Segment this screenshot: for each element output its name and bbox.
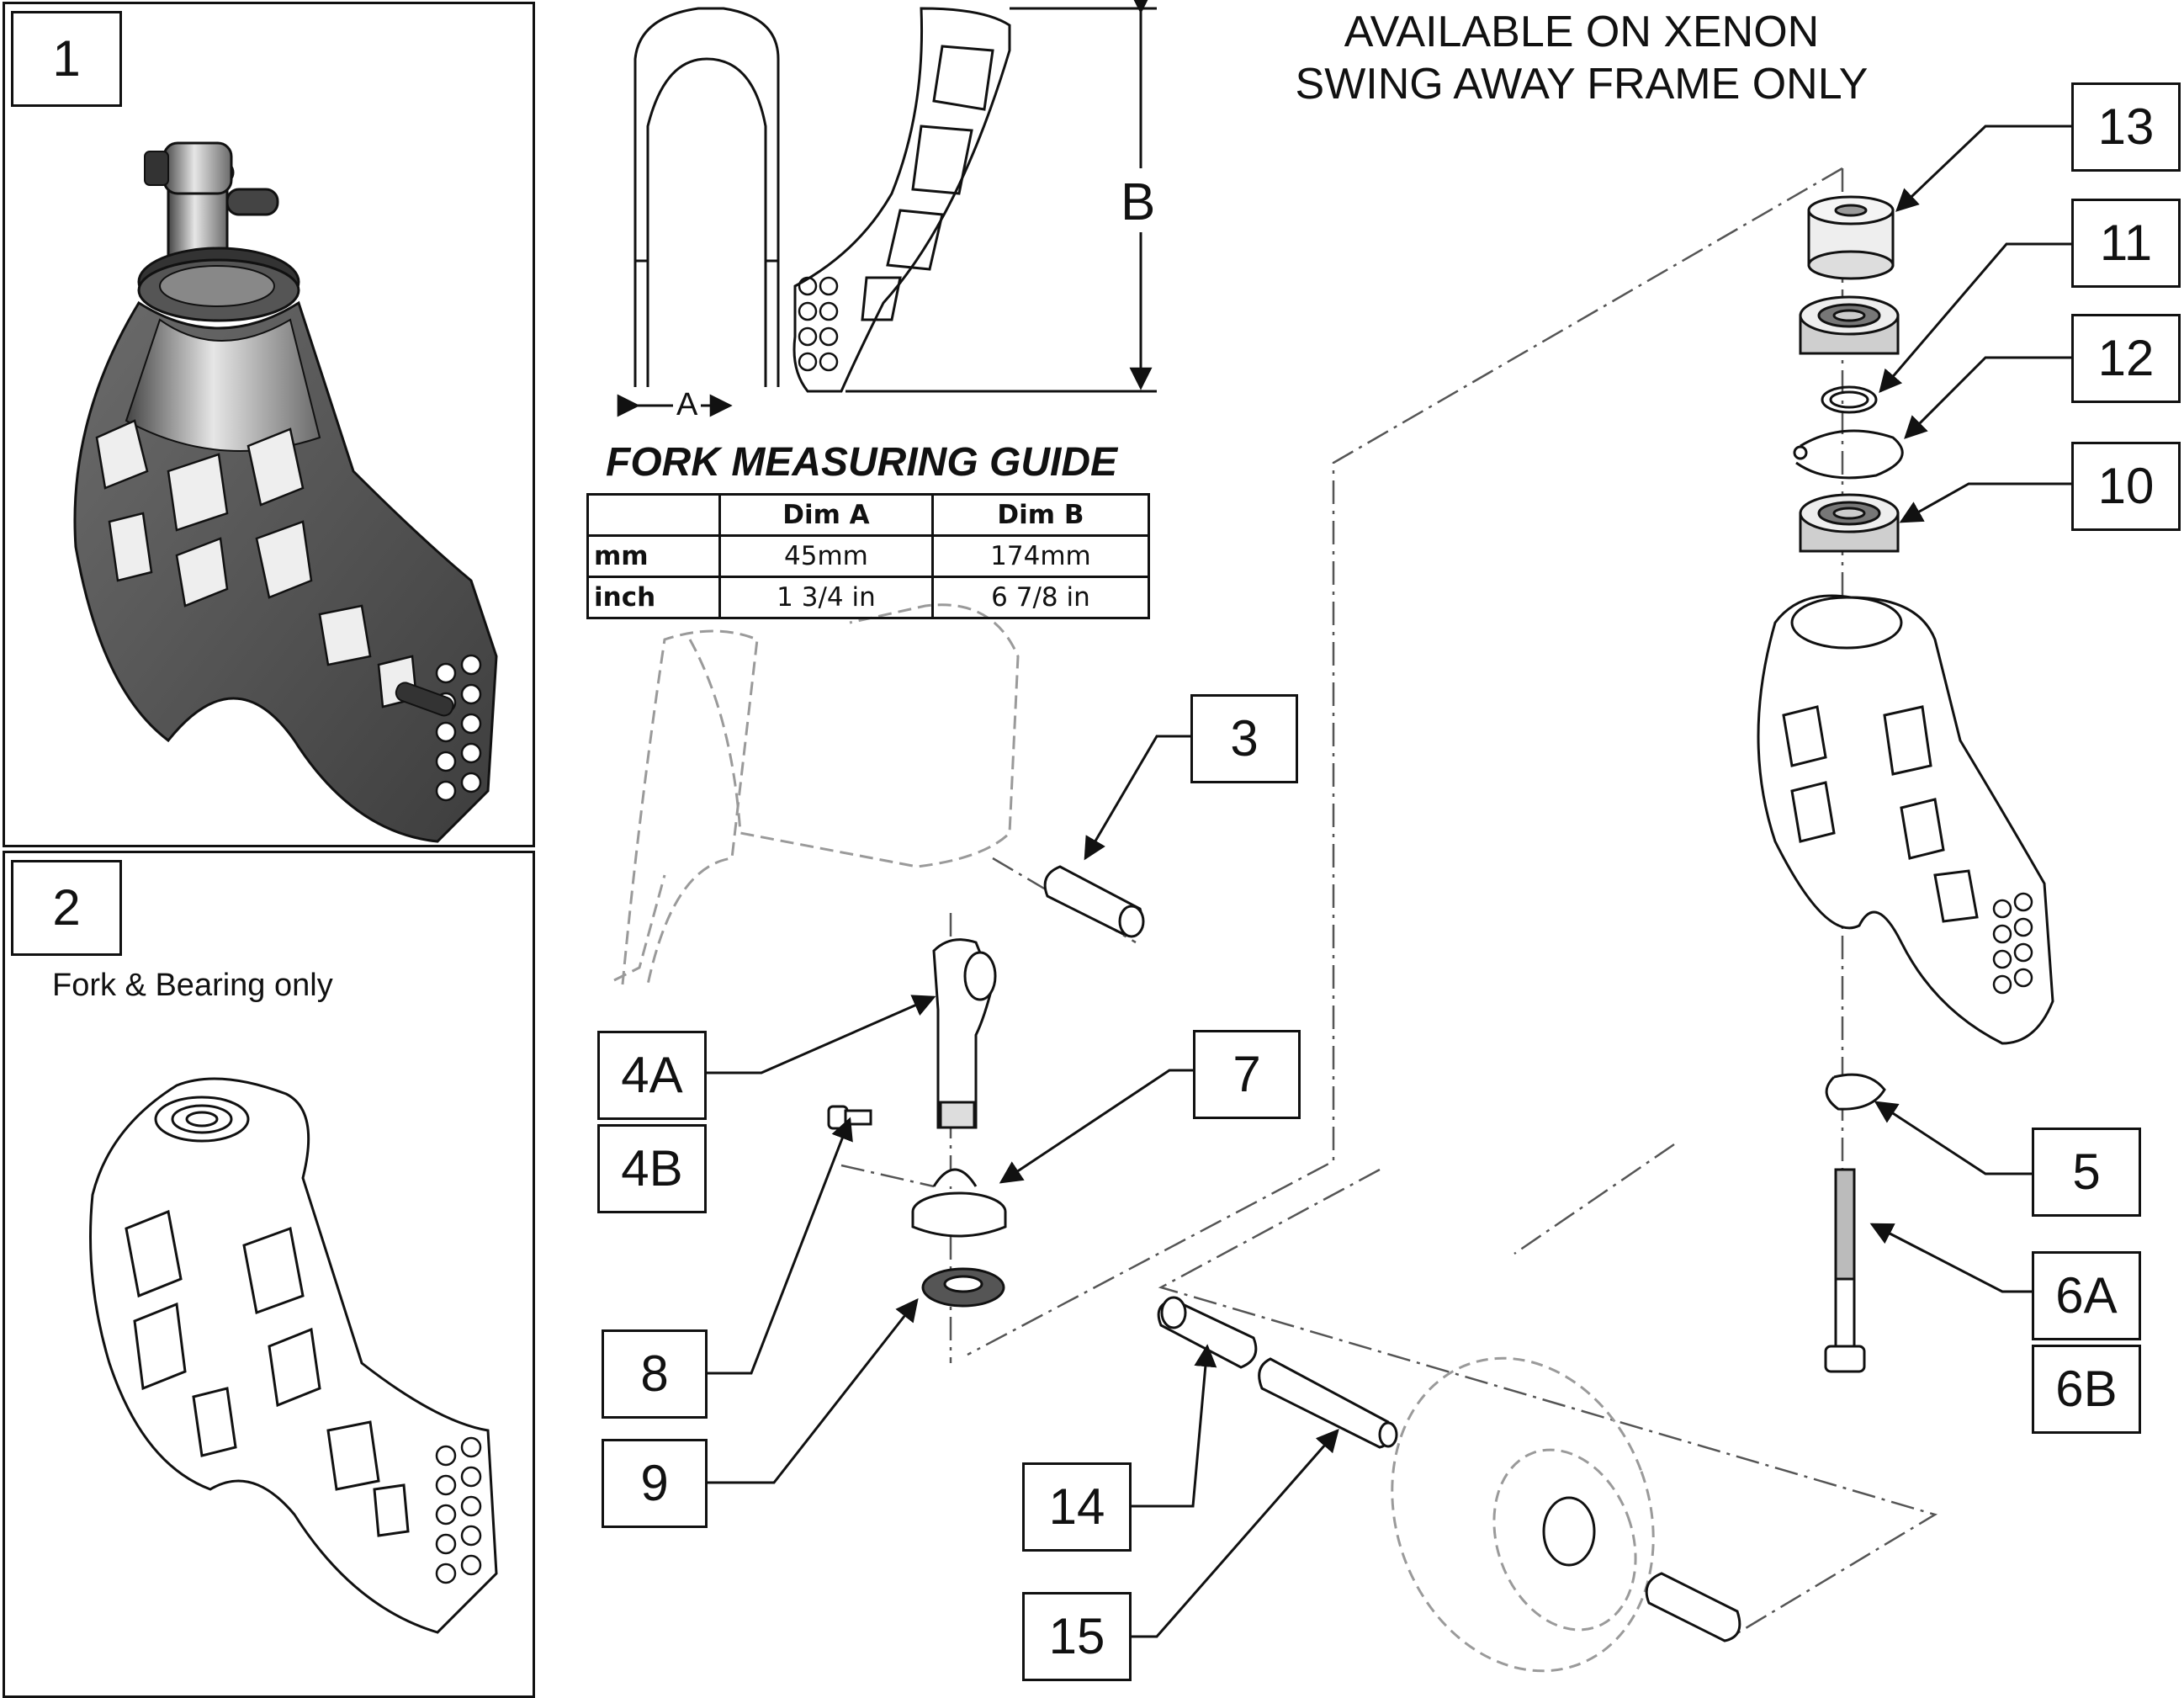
guide-header-dim-a: Dim A	[718, 493, 934, 537]
guide-header-dim-b: Dim B	[930, 493, 1151, 537]
guide-dim-a-value: 1 3/4 in	[718, 576, 934, 619]
wheel-hub-part	[1542, 1496, 1741, 1642]
panel-1-label: 1	[11, 11, 122, 107]
fork-front-view	[617, 7, 780, 417]
availability-note-line-1: AVAILABLE ON XENON	[1344, 8, 1820, 56]
callout-leaders	[705, 125, 2071, 1638]
guide-dim-a-value: 45mm	[718, 534, 934, 578]
guide-dim-b-value: 174mm	[930, 534, 1151, 578]
fork-exploded-line-art	[1757, 594, 2054, 1045]
panel-2-label: 2	[11, 860, 122, 956]
guide-row-inch: inch 1 3/4 in 6 7/8 in	[586, 576, 1151, 619]
parts-13-11-12-10	[1793, 195, 1904, 553]
part-7-plate	[911, 1168, 1007, 1238]
guide-row-mm: mm 45mm 174mm	[586, 534, 1151, 578]
callout-6a: 6A	[2032, 1251, 2141, 1340]
callout-8: 8	[602, 1329, 708, 1419]
dimension-b-label: B	[1121, 172, 1156, 232]
part-14-15-axle	[1157, 1296, 1398, 1449]
panel-2-caption: Fork & Bearing only	[52, 968, 333, 1003]
part-8-screw	[827, 1105, 872, 1130]
guide-unit: inch	[586, 576, 721, 619]
callout-13: 13	[2071, 82, 2181, 172]
callout-4b: 4B	[597, 1124, 707, 1213]
callout-5: 5	[2032, 1128, 2141, 1217]
callout-11: 11	[2071, 199, 2181, 288]
callout-9: 9	[602, 1439, 708, 1528]
availability-note-line-2: SWING AWAY FRAME ONLY	[1295, 60, 1869, 109]
callout-4a: 4A	[597, 1031, 707, 1120]
part-3-pin	[1043, 865, 1145, 938]
caster-wheel-ghost	[1391, 1356, 1655, 1673]
callout-10: 10	[2071, 442, 2181, 531]
guide-unit: mm	[586, 534, 721, 578]
fork-side-view	[792, 0, 1157, 393]
assembly-centerlines	[840, 167, 1938, 1642]
dimension-a-label: A	[673, 387, 702, 423]
part-5-clip	[1825, 1073, 1886, 1111]
part-4a-stem	[932, 938, 997, 1129]
callout-15: 15	[1022, 1592, 1132, 1681]
measuring-guide-title: FORK MEASURING GUIDE	[606, 440, 1118, 485]
measuring-guide-table: Dim A Dim B mm 45mm 174mm inch 1 3/4 in …	[586, 493, 1151, 619]
callout-7: 7	[1193, 1030, 1301, 1119]
callout-3: 3	[1190, 694, 1298, 783]
frame-outline-ghost	[613, 603, 1020, 985]
guide-header-blank	[586, 493, 721, 537]
callout-12: 12	[2071, 314, 2181, 403]
guide-header-row: Dim A Dim B	[586, 493, 1151, 537]
part-6a-bolt	[1824, 1168, 1866, 1373]
fork-bearing-line-art	[89, 1077, 498, 1634]
guide-dim-b-value: 6 7/8 in	[930, 576, 1151, 619]
part-9-washer	[921, 1267, 1005, 1308]
callout-14: 14	[1022, 1462, 1132, 1552]
callout-6b: 6B	[2032, 1345, 2141, 1434]
shaded-fork-assembly	[73, 141, 498, 843]
